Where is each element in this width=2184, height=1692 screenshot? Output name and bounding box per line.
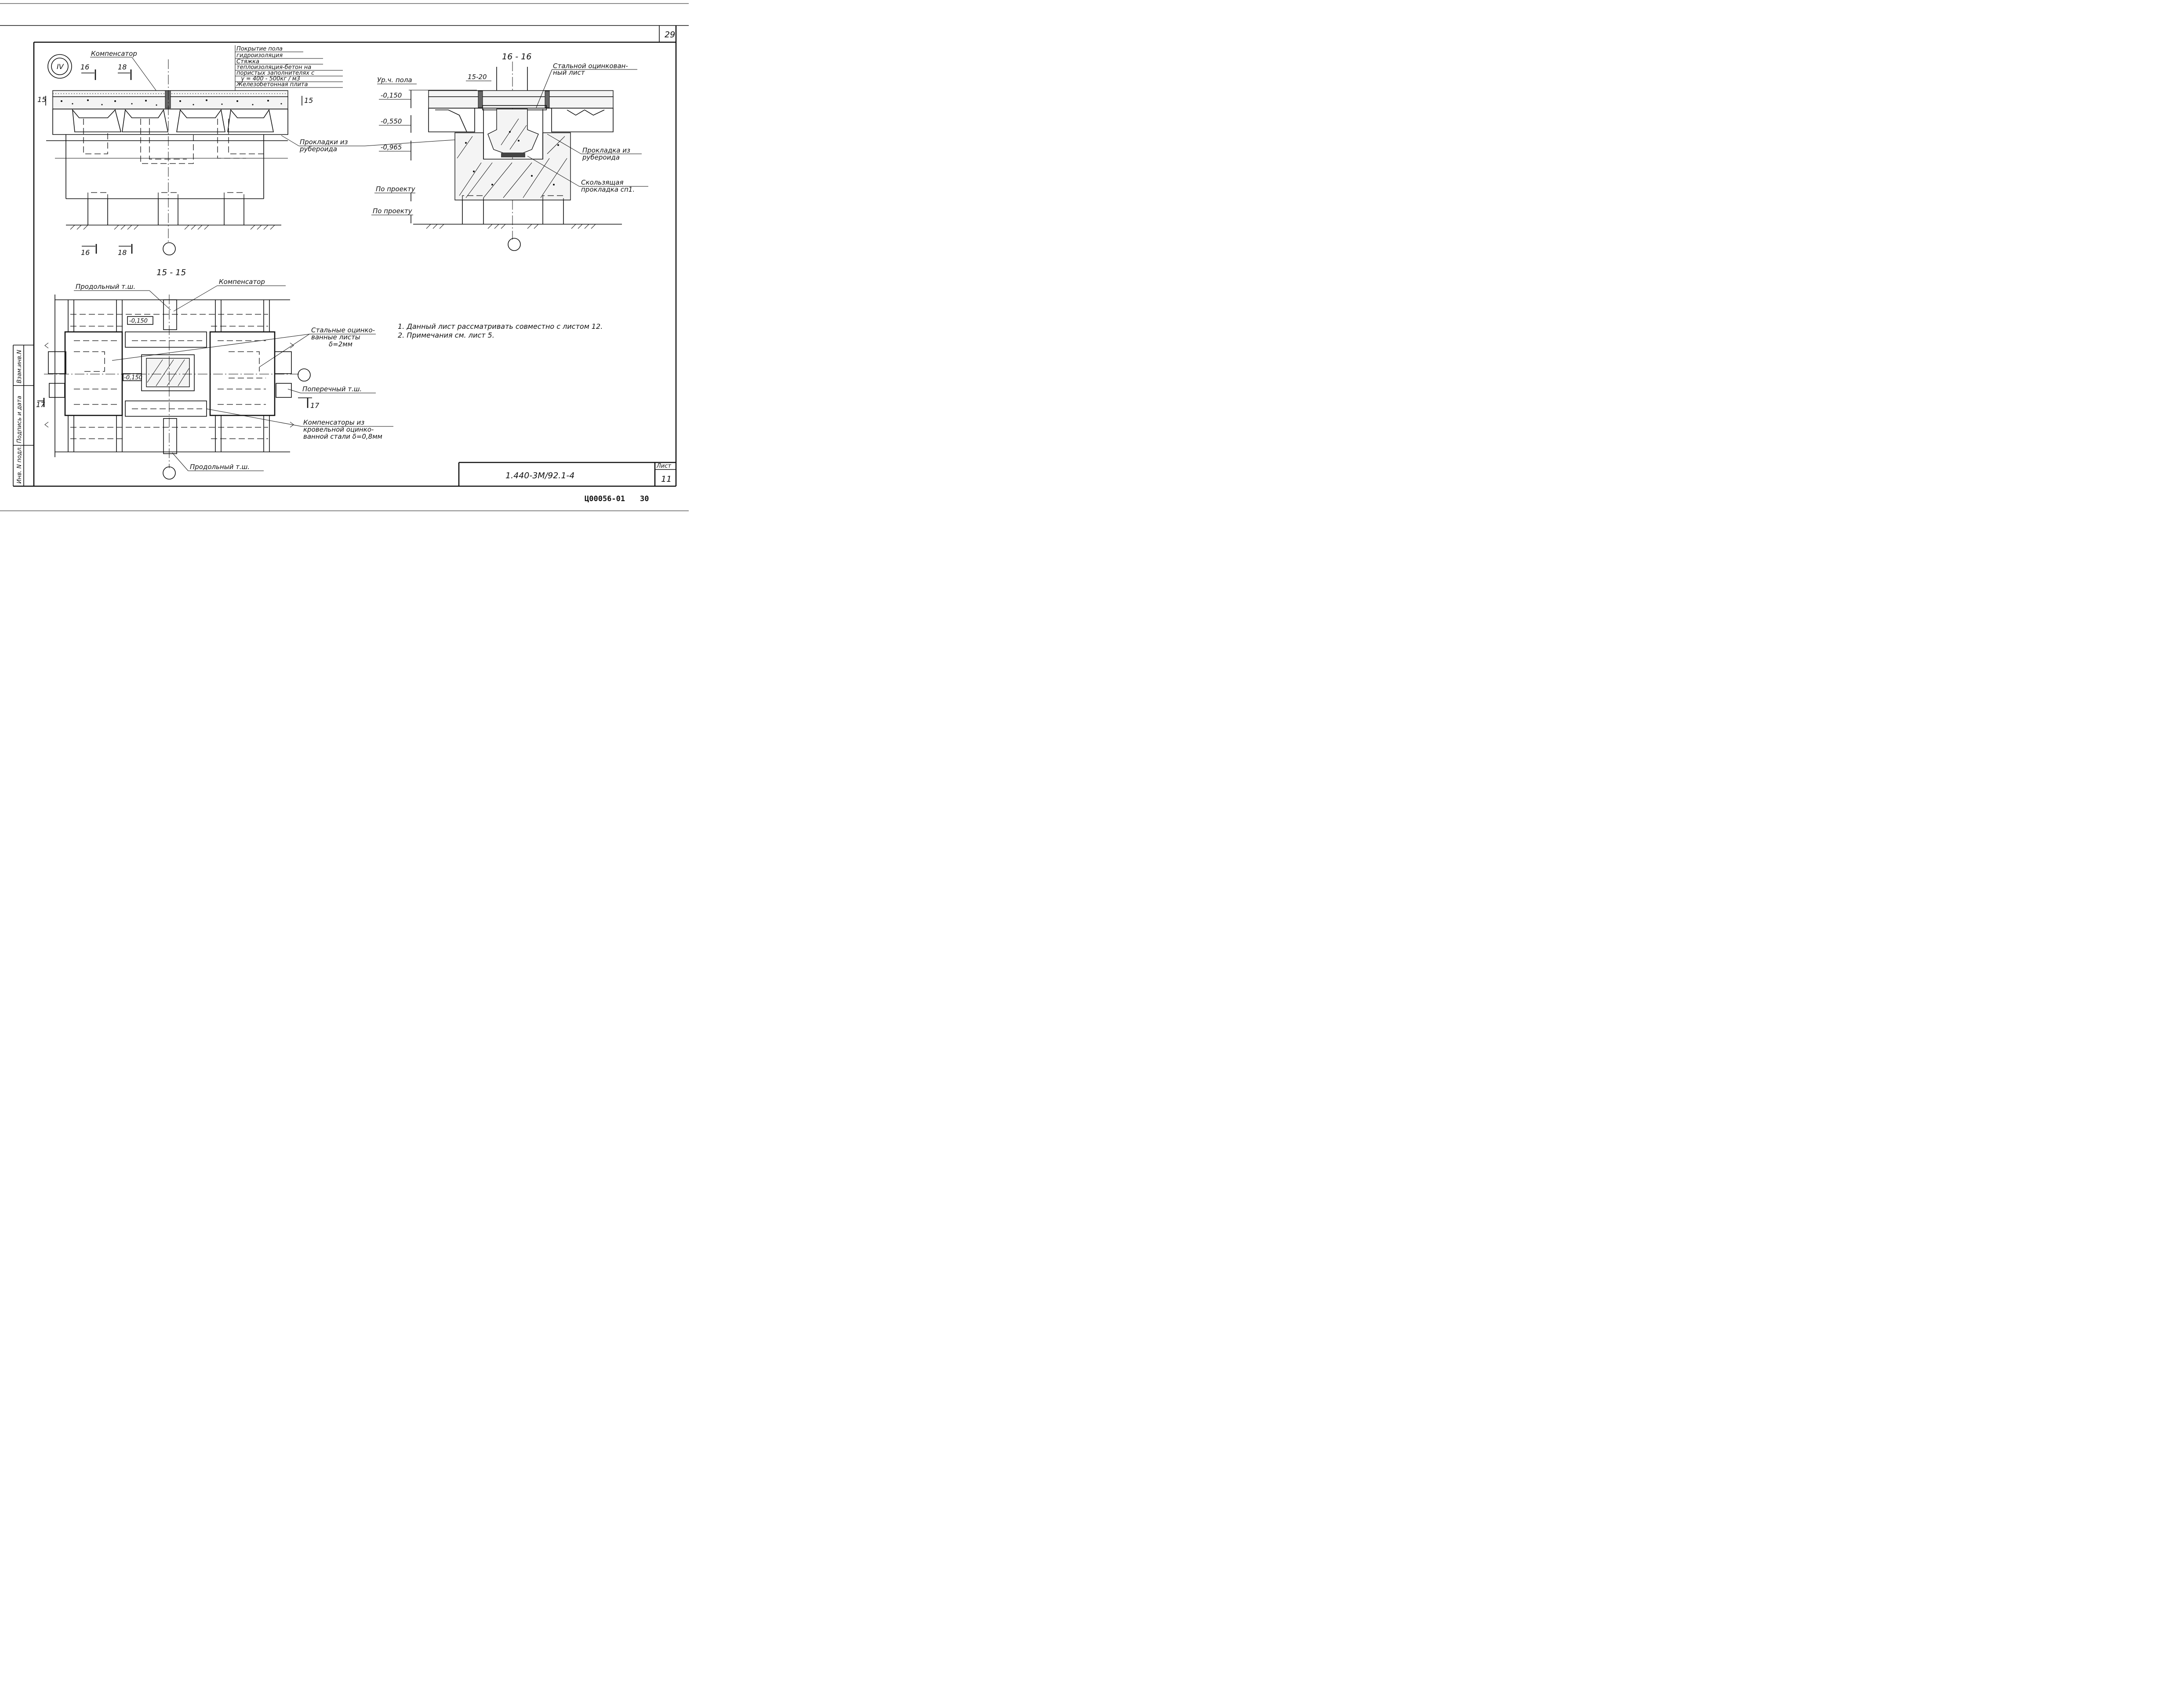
floor-level-label: Ур.ч. пола	[377, 76, 412, 84]
leader-gasket-16-2	[547, 134, 581, 154]
leader-steel-16-2	[536, 69, 552, 108]
callout-long-seam-bottom: Продольный т.ш.	[190, 463, 250, 471]
level-1: -0,150	[381, 91, 402, 99]
cut-marks-bottom	[82, 244, 133, 254]
cut-mark-18-top: 18	[118, 63, 127, 71]
archive-code: Ц00056-01	[585, 495, 625, 503]
callout-comp-steel-2: кровельной оцинко-	[303, 426, 374, 433]
level-2: -0,550	[381, 117, 402, 125]
callout-sliding-2: прокладка сп1.	[581, 186, 635, 193]
stamp-sign-label: Подпись и дата	[16, 396, 23, 443]
callout-sheets-1: Стальные оцинко-	[311, 326, 375, 334]
node-marker	[47, 54, 72, 79]
page-number: 29	[665, 30, 675, 40]
callout-gasket-16-2: рубероида	[582, 153, 620, 161]
ground-16	[413, 224, 622, 229]
node-number: IV	[57, 62, 64, 71]
list-label: Лист	[656, 463, 671, 469]
floor-slab-16	[428, 90, 614, 132]
axis-bubble-15-right	[298, 368, 311, 382]
section-15-title: 15 - 15	[156, 268, 186, 277]
leader-sheets-3	[259, 334, 310, 368]
layer-legend	[235, 45, 343, 92]
level-mid-15: -0,150	[124, 375, 142, 381]
drawing-sheet: 29 Инв. N подл. Подпись и дата Взам.инв.…	[0, 3, 689, 511]
level-3: -0,965	[381, 143, 402, 151]
callout-steel-16-2: ный лист	[553, 69, 585, 76]
axis-bubble-16	[508, 238, 521, 251]
cut-mark-16-top: 16	[80, 63, 89, 71]
callout-long-seam-top: Продольный т.ш.	[76, 283, 135, 291]
level-box-top	[127, 316, 153, 325]
cut-marks-top	[81, 69, 132, 80]
document-code: 1.440-3М/92.1-4	[505, 471, 574, 480]
layer-4: теплоизоляция-бетон на	[236, 64, 311, 71]
callout-sheets-3: δ=2мм	[329, 340, 352, 348]
project-label-2: По проекту	[373, 207, 413, 215]
plan-15	[44, 295, 294, 457]
foundation-16	[454, 109, 571, 200]
callout-sliding-1: Скользящая	[581, 178, 623, 186]
stamp-inv-label: Инв. N подл.	[16, 446, 23, 484]
project-label-1: По проекту	[376, 185, 416, 193]
ground-left	[66, 225, 281, 230]
leader-cross-seam-2	[287, 389, 301, 393]
callout-gasket-16-1: Прокладка из	[582, 146, 630, 154]
axis-bubble-top-left	[163, 242, 176, 255]
dim-15-20: 15-20	[468, 73, 487, 81]
side-stamp	[13, 345, 34, 486]
callout-cross-seam: Поперечный т.ш.	[302, 385, 362, 393]
piles-16	[462, 195, 564, 224]
callout-comp-steel-1: Компенсаторы из	[303, 418, 364, 426]
leader-long-seam-bottom-2	[172, 452, 189, 471]
cut-17-left: 17	[36, 400, 45, 409]
layer-1: Покрытие пола	[236, 46, 283, 52]
level-15-left: 15	[37, 95, 46, 104]
leader-long-seam-top-2	[149, 290, 171, 310]
floor-slab-left	[52, 90, 288, 135]
callout-steel-16-1: Стальной оцинкован-	[553, 62, 628, 70]
note-2: 2. Примечания см. лист 5.	[398, 331, 494, 339]
level-box-mid	[123, 373, 142, 381]
cut-mark-16-bottom: 16	[81, 248, 90, 257]
cut-mark-18-bottom: 18	[118, 248, 127, 257]
aggregate-dots-left	[61, 99, 282, 106]
cut-17-right: 17	[310, 401, 320, 410]
callout-compensator-15: Компенсатор	[219, 278, 265, 286]
drawing-frame	[13, 25, 677, 487]
section-16-title: 16 - 16	[502, 52, 531, 62]
cut-marks-17	[37, 397, 312, 408]
callout-gaskets-1: Прокладки из	[300, 138, 348, 146]
callout-compensator-top: Компенсатор	[91, 50, 137, 58]
leader-sliding-2	[527, 156, 580, 187]
layer-5: пористых заполнителях с	[236, 70, 314, 76]
note-1: 1. Данный лист рассматривать совместно с…	[398, 322, 603, 331]
leader-compensator-15-2	[173, 285, 218, 312]
leader-gaskets-2	[281, 135, 299, 146]
stamp-replace-label: Взам.инв.N	[16, 350, 23, 383]
archive-page: 30	[640, 495, 649, 503]
callout-comp-steel-3: ванной стали δ=0,8мм	[303, 433, 382, 440]
leader-comp-steel-2	[206, 408, 302, 427]
callout-gaskets-2: рубероида	[299, 145, 337, 153]
column-16	[496, 67, 528, 91]
dim-15-right: 15	[304, 96, 313, 105]
title-block	[458, 462, 676, 486]
layer-2: гидроизоляция	[236, 52, 283, 59]
layer-3: Стяжка	[236, 58, 259, 65]
list-number: 11	[661, 474, 672, 484]
beam-frame-left	[46, 119, 288, 225]
axis-bubble-15-bottom	[163, 466, 176, 480]
foundation-dots-16	[465, 131, 559, 186]
callout-sheets-2: ванные листы	[311, 333, 360, 341]
layer-6: γ = 400 - 500кг / м3	[241, 76, 300, 82]
layer-7: Железобетонная плита	[236, 81, 308, 88]
leader-sheets-2	[112, 334, 310, 361]
level-top-15: -0,150	[129, 318, 148, 324]
